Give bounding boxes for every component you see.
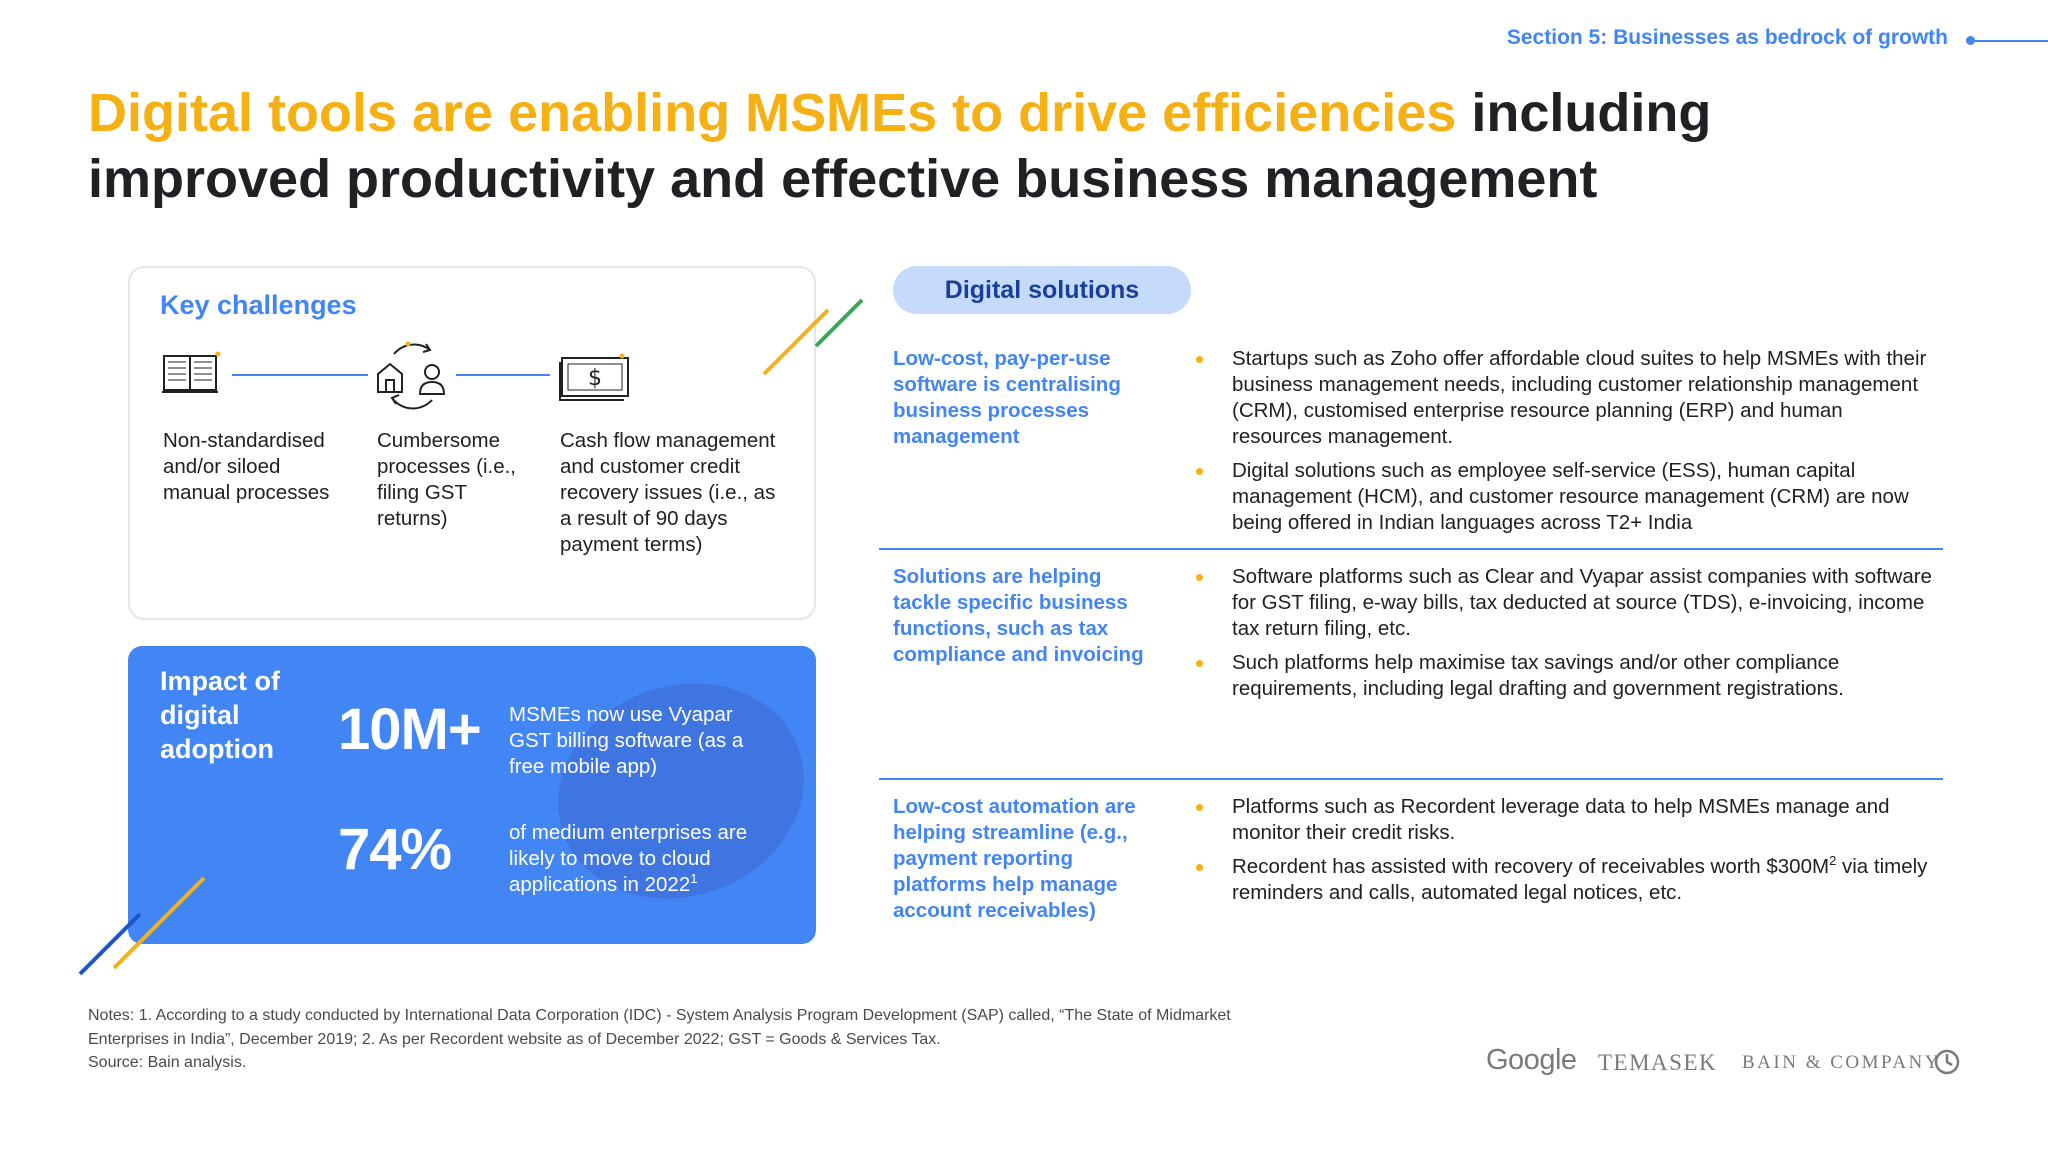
solution-bullets: Software platforms such as Clear and Vya… — [1194, 564, 1934, 710]
footnote-line: Enterprises in India”, December 2019; 2.… — [88, 1030, 941, 1048]
stat-value: 10M+ — [338, 697, 482, 762]
stat-description: of medium enterprises are likely to move… — [509, 820, 779, 898]
bullet-item: Such platforms help maximise tax savings… — [1194, 650, 1934, 702]
solution-divider — [879, 548, 1943, 550]
bullet-text: Startups such as Zoho offer affordable c… — [1232, 347, 1927, 448]
solution-label: Low-cost automation are helping streamli… — [893, 795, 1136, 922]
solution-label: Solutions are helping tackle specific bu… — [893, 565, 1144, 666]
bullet-dot — [1196, 356, 1203, 363]
solution-bullets: Platforms such as Recordent leverage dat… — [1194, 794, 1934, 914]
footnotes: Notes: 1. According to a study conducted… — [88, 1004, 1388, 1075]
google-logo: Google — [1486, 1044, 1577, 1076]
open-book-icon — [162, 351, 221, 393]
footnote-line: Notes: 1. According to a study conducted… — [88, 1007, 1231, 1024]
bullet-text: Digital solutions such as employee self-… — [1232, 459, 1909, 534]
solution-bullets: Startups such as Zoho offer affordable c… — [1194, 346, 1934, 544]
stat-value: 74% — [338, 817, 452, 882]
bullet-dot — [1196, 574, 1203, 581]
footnote-marker: 1 — [690, 871, 698, 887]
decorative-lines — [78, 876, 206, 976]
bullet-dot — [1196, 804, 1203, 811]
section-line — [1970, 40, 2048, 42]
bullet-item: Digital solutions such as employee self-… — [1194, 458, 1934, 536]
source-line: Source: Bain analysis. — [88, 1054, 247, 1071]
bullet-item: Recordent has assisted with recovery of … — [1194, 854, 1934, 906]
impact-heading: Impact of digital adoption — [160, 666, 281, 764]
title-accent: Digital tools are enabling MSMEs to driv… — [88, 83, 1457, 143]
challenges-card — [128, 266, 816, 620]
bullet-text: via timely reminders and calls, automate… — [1232, 855, 1928, 904]
title-rest: including improved productivity and effe… — [88, 83, 1712, 209]
challenges-heading: Key challenges — [160, 290, 357, 320]
bullet-text: Recordent has assisted with recovery of … — [1232, 855, 1830, 878]
stat-text: of medium enterprises are likely to move… — [509, 821, 748, 896]
bullet-dot — [1196, 468, 1203, 475]
solution-label: Low-cost, pay-per-use software is centra… — [893, 347, 1121, 448]
challenge-text: Cumbersome processes (i.e., filing GST r… — [377, 429, 516, 530]
solution-divider — [879, 778, 1943, 780]
bullet-item: Platforms such as Recordent leverage dat… — [1194, 794, 1934, 846]
section-tag: Section 5: Businesses as bedrock of grow… — [1506, 26, 1948, 49]
bullet-item: Software platforms such as Clear and Vya… — [1194, 564, 1934, 642]
page-title: Digital tools are enabling MSMEs to driv… — [88, 80, 1888, 212]
bullet-text: Software platforms such as Clear and Vya… — [1232, 565, 1932, 640]
footnote-marker: 2 — [1829, 853, 1837, 869]
decorative-lines — [762, 298, 864, 376]
impact-card — [128, 646, 816, 944]
bullet-item: Startups such as Zoho offer affordable c… — [1194, 346, 1934, 450]
bain-logo: BAIN & COMPANY — [1742, 1052, 1941, 1073]
challenge-text: Non-standardised and/or siloed manual pr… — [163, 429, 330, 504]
solutions-heading-pill: Digital solutions — [893, 266, 1191, 314]
bullet-dot — [1196, 864, 1203, 871]
stat-text: MSMEs now use Vyapar GST billing softwar… — [509, 703, 744, 778]
challenge-connector — [232, 374, 368, 376]
cash-bill-icon: $ — [559, 353, 629, 401]
svg-text:$: $ — [588, 366, 602, 391]
bullet-dot — [1196, 660, 1203, 667]
stat-description: MSMEs now use Vyapar GST billing softwar… — [509, 702, 779, 780]
bain-mark-icon — [1934, 1049, 1960, 1075]
process-cycle-icon — [377, 341, 446, 410]
bullet-text: Such platforms help maximise tax savings… — [1232, 651, 1844, 700]
challenge-text: Cash flow management and customer credit… — [560, 429, 776, 556]
temasek-logo: TEMASEK — [1598, 1050, 1718, 1075]
challenge-connector — [456, 374, 550, 376]
bullet-text: Platforms such as Recordent leverage dat… — [1232, 795, 1890, 844]
